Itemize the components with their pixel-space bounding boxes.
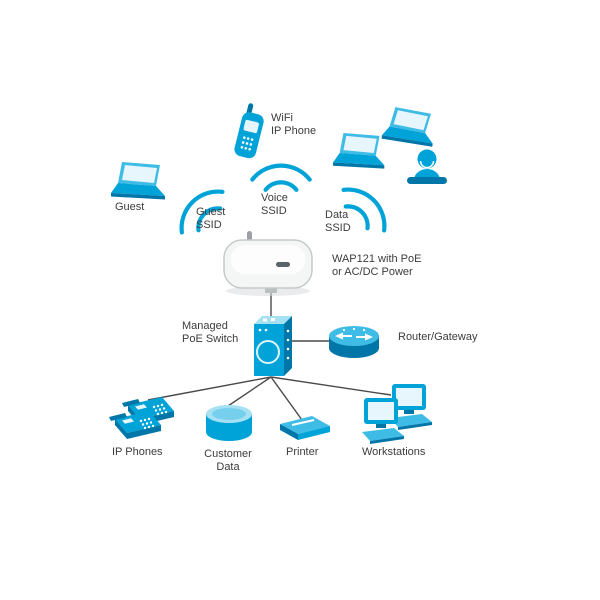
guest-label: Guest bbox=[115, 201, 145, 213]
wifi-ip-phone-icon bbox=[232, 102, 268, 160]
topology-links bbox=[147, 292, 392, 421]
workstations-icon bbox=[362, 384, 432, 444]
router-gateway-label: Router/Gateway bbox=[398, 331, 478, 343]
guest-laptop-icon bbox=[111, 162, 165, 200]
data-devices-icons bbox=[333, 106, 448, 185]
wifi-ip-phone-label: WiFi IP Phone bbox=[271, 112, 317, 137]
wap121-label: WAP121 with PoE or AC/DC Power bbox=[332, 253, 422, 278]
customer-data-icon bbox=[206, 405, 252, 441]
link-switch-ipphones bbox=[147, 376, 272, 401]
printer-label: Printer bbox=[286, 446, 319, 458]
user-icon bbox=[406, 148, 448, 185]
voice-ssid-label: Voice SSID bbox=[261, 192, 288, 217]
voice-ssid-signal-icon bbox=[252, 166, 309, 190]
ip-phones-label: IP Phones bbox=[112, 446, 163, 458]
wap121-access-point-icon bbox=[223, 231, 313, 296]
link-switch-workstations bbox=[270, 376, 392, 396]
poe-switch-label: Managed PoE Switch bbox=[182, 320, 239, 345]
laptop-icon bbox=[333, 133, 385, 169]
ip-phones-icon bbox=[109, 397, 174, 439]
poe-switch-icon bbox=[254, 316, 292, 376]
customer-data-label: Customer Data bbox=[204, 448, 252, 473]
data-ssid-label: Data SSID bbox=[325, 209, 351, 234]
printer-icon bbox=[280, 416, 330, 440]
link-switch-printer bbox=[270, 376, 303, 421]
workstations-label: Workstations bbox=[362, 446, 426, 458]
laptop-icon bbox=[381, 106, 437, 147]
guest-ssid-label: Guest SSID bbox=[196, 206, 226, 231]
link-switch-customerdata bbox=[227, 376, 272, 407]
router-gateway-icon bbox=[329, 326, 379, 358]
